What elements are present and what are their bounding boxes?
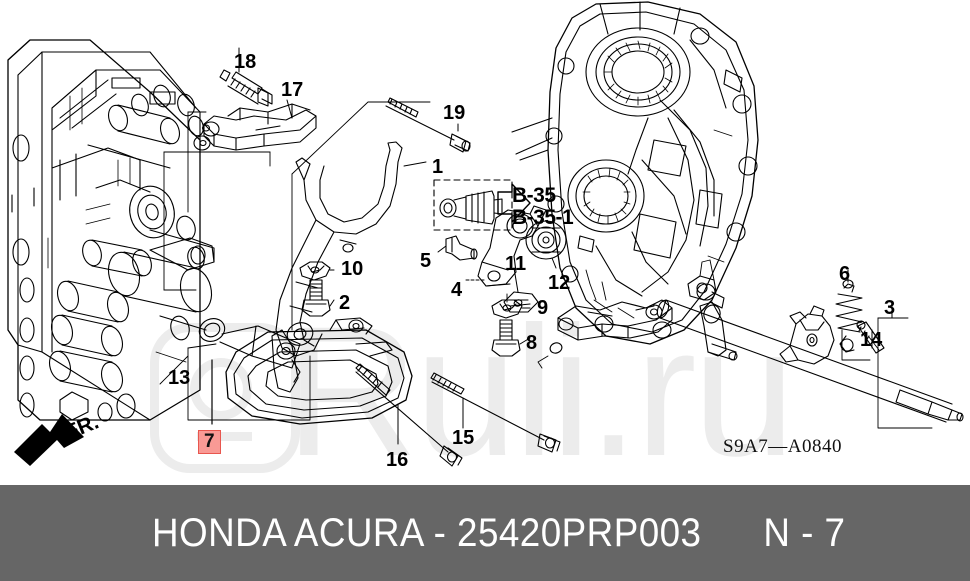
callout-1[interactable]: 1 bbox=[432, 156, 444, 178]
input-shaft-bearing-bore bbox=[585, 27, 691, 117]
clutch-housing bbox=[511, 1, 759, 345]
caption-page-reference: N - 7 bbox=[763, 511, 846, 555]
part-17-shift-arm-bracket bbox=[163, 99, 317, 291]
caption-banner: HONDA ACURA - 25420PRP003 N - 7 bbox=[0, 485, 970, 581]
part-18-flange-bolt bbox=[219, 47, 273, 107]
valve-bores-upper bbox=[107, 84, 204, 145]
valve-body-assembly bbox=[7, 39, 215, 422]
caption-separator: - bbox=[433, 511, 447, 555]
callout-4[interactable]: 4 bbox=[451, 279, 463, 301]
part-19-shaft-bolt bbox=[385, 97, 471, 153]
exploded-parts-diagram: Ruli.ru bbox=[7, 1, 964, 485]
caption-brand: HONDA ACURA bbox=[152, 511, 423, 555]
fr-marker: FR. bbox=[12, 410, 117, 482]
diagram-linework bbox=[7, 1, 964, 467]
callout-8[interactable]: 8 bbox=[526, 332, 538, 354]
solenoid-cylinder bbox=[107, 251, 213, 313]
callout-13[interactable]: 13 bbox=[168, 367, 191, 389]
caption-part-number: 25420PRP003 bbox=[457, 511, 702, 555]
callout-18[interactable]: 18 bbox=[234, 51, 257, 73]
section-label-b35-1[interactable]: B-35-1 bbox=[512, 206, 574, 229]
callout-10[interactable]: 10 bbox=[341, 258, 364, 280]
part-1-shift-fork bbox=[275, 101, 431, 357]
part-5-dowel-pin bbox=[437, 235, 478, 261]
drawing-number: S9A7—A0840 bbox=[723, 436, 843, 457]
section-label-b35[interactable]: B-35 bbox=[512, 184, 556, 207]
callout-15[interactable]: 15 bbox=[452, 427, 475, 449]
differential-bearing-bore bbox=[567, 159, 645, 233]
part-15-long-bolt bbox=[430, 372, 561, 453]
part-13-oil-strainer bbox=[159, 317, 413, 425]
callout-7-highlighted[interactable]: 7 bbox=[198, 430, 221, 454]
fr-direction-arrow bbox=[14, 414, 84, 466]
callout-9[interactable]: 9 bbox=[537, 297, 549, 319]
callout-6[interactable]: 6 bbox=[839, 263, 851, 285]
misc-bracket bbox=[687, 259, 725, 309]
part-16-long-bolt bbox=[355, 363, 463, 467]
part-6-spring bbox=[835, 279, 863, 353]
callout-11[interactable]: 11 bbox=[505, 253, 527, 275]
callout-14[interactable]: 14 bbox=[860, 329, 883, 351]
part-9-lock-washer bbox=[491, 293, 531, 319]
callout-3[interactable]: 3 bbox=[884, 297, 896, 319]
callout-19[interactable]: 19 bbox=[443, 102, 466, 124]
part-14-pin bbox=[856, 320, 885, 354]
part-10-lock-washer bbox=[299, 261, 335, 281]
callout-16[interactable]: 16 bbox=[386, 449, 409, 471]
callout-17[interactable]: 17 bbox=[281, 79, 304, 101]
part-8-bolt bbox=[491, 319, 531, 357]
shift-control-linkage bbox=[537, 269, 673, 369]
shift-rod-assembly bbox=[656, 269, 964, 429]
callout-5[interactable]: 5 bbox=[420, 250, 432, 272]
callout-2[interactable]: 2 bbox=[339, 292, 351, 314]
valve-bores-lower bbox=[48, 239, 152, 393]
caption-text: HONDA ACURA - 25420PRP003 N - 7 bbox=[152, 511, 845, 555]
callout-12[interactable]: 12 bbox=[548, 272, 571, 294]
part-2-bolt bbox=[301, 279, 335, 317]
accumulator-piston bbox=[129, 185, 175, 239]
